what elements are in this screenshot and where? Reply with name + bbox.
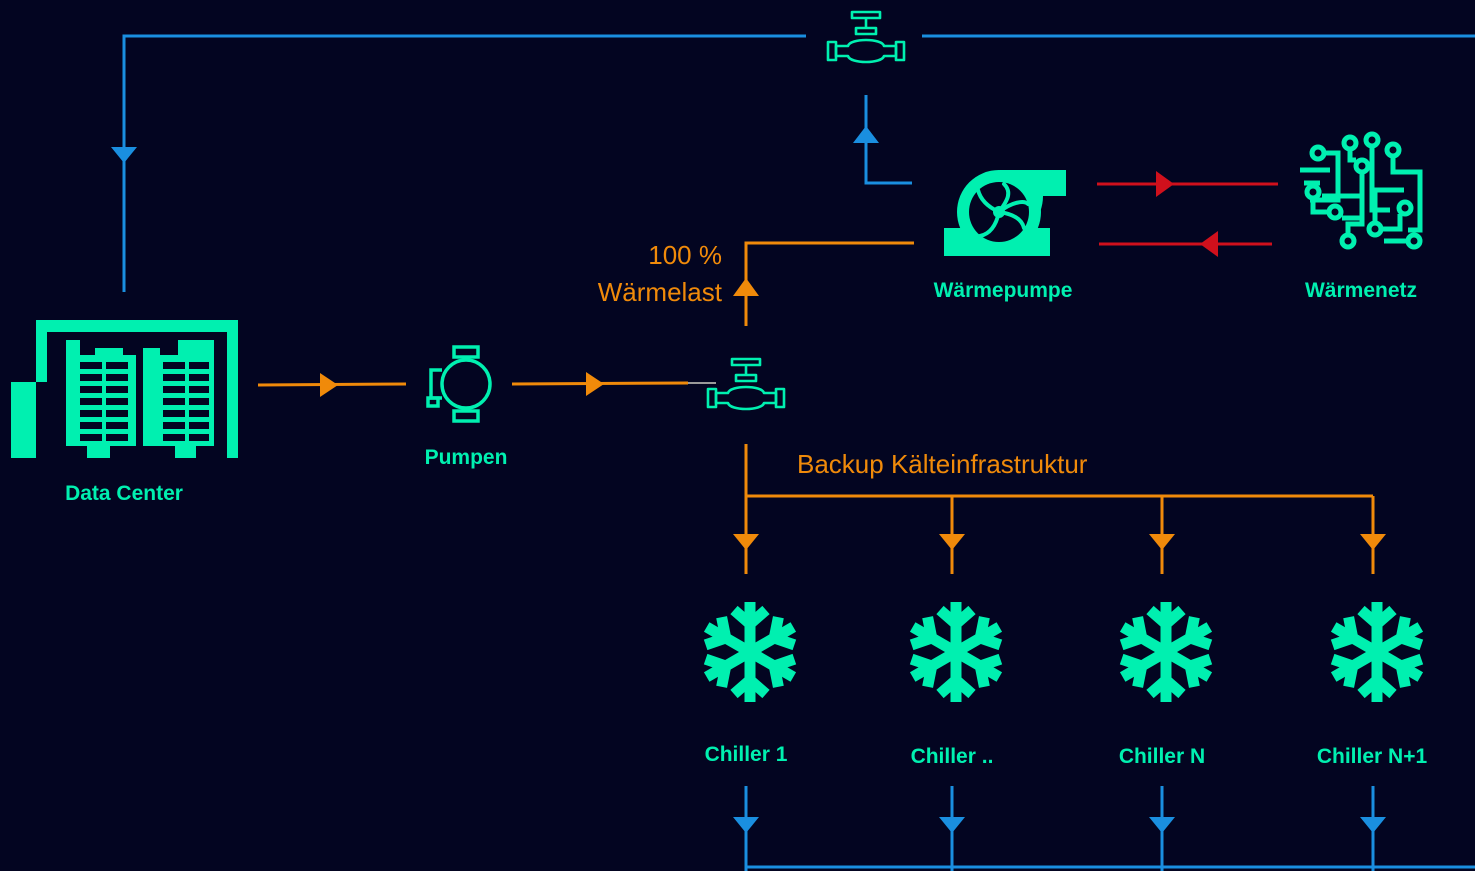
data-center-label: Data Center: [65, 482, 183, 505]
valve-icon: [706, 357, 786, 411]
heat-pump-label: Wärmepumpe: [934, 279, 1073, 302]
chiller-label: Chiller N: [1119, 745, 1205, 768]
flow-arrow-down: [1360, 534, 1386, 550]
snowflake-icon: [1326, 602, 1429, 702]
flow-arrow-up: [853, 126, 879, 143]
circuit-network-icon: [1300, 131, 1423, 250]
chiller-label: Chiller N+1: [1317, 745, 1428, 768]
flow-arrow-right: [1156, 171, 1174, 197]
pump-icon: [426, 345, 492, 423]
chiller-label: Chiller ..: [911, 745, 994, 768]
heat-network-label: Wärmenetz: [1305, 279, 1417, 302]
flow-arrow-down: [939, 817, 965, 833]
heat-load-value: 100 %: [648, 240, 722, 270]
flow-arrow-right: [586, 372, 604, 396]
flow-arrow-down: [939, 534, 965, 550]
snowflake-icon: [905, 602, 1008, 702]
pumps-label: Pumpen: [425, 446, 508, 469]
flow-arrow-left: [1200, 231, 1218, 257]
chiller-label: Chiller 1: [705, 743, 788, 766]
heat-pump-icon: [944, 170, 1066, 256]
flow-arrow-down: [111, 147, 137, 163]
flow-arrow-down: [1149, 817, 1175, 833]
flow-arrow-down: [733, 534, 759, 550]
flow-arrow-down: [733, 817, 759, 833]
valve-icon: [826, 10, 906, 64]
flow-arrow-up: [733, 278, 759, 296]
flow-arrow-down: [1360, 817, 1386, 833]
flow-arrow-down: [1149, 534, 1175, 550]
heat-pump-outlet-line: [864, 95, 912, 185]
cold-return-line-left: [122, 34, 806, 292]
heat-load-label: Wärmelast: [598, 277, 723, 307]
snowflake-icon: [1115, 602, 1218, 702]
flow-arrow-right: [320, 373, 338, 397]
server-building-icon: [11, 320, 238, 458]
backup-label: Backup Kälteinfrastruktur: [797, 449, 1088, 479]
heat-load-line: [744, 241, 914, 326]
snowflake-icon: [699, 602, 802, 702]
